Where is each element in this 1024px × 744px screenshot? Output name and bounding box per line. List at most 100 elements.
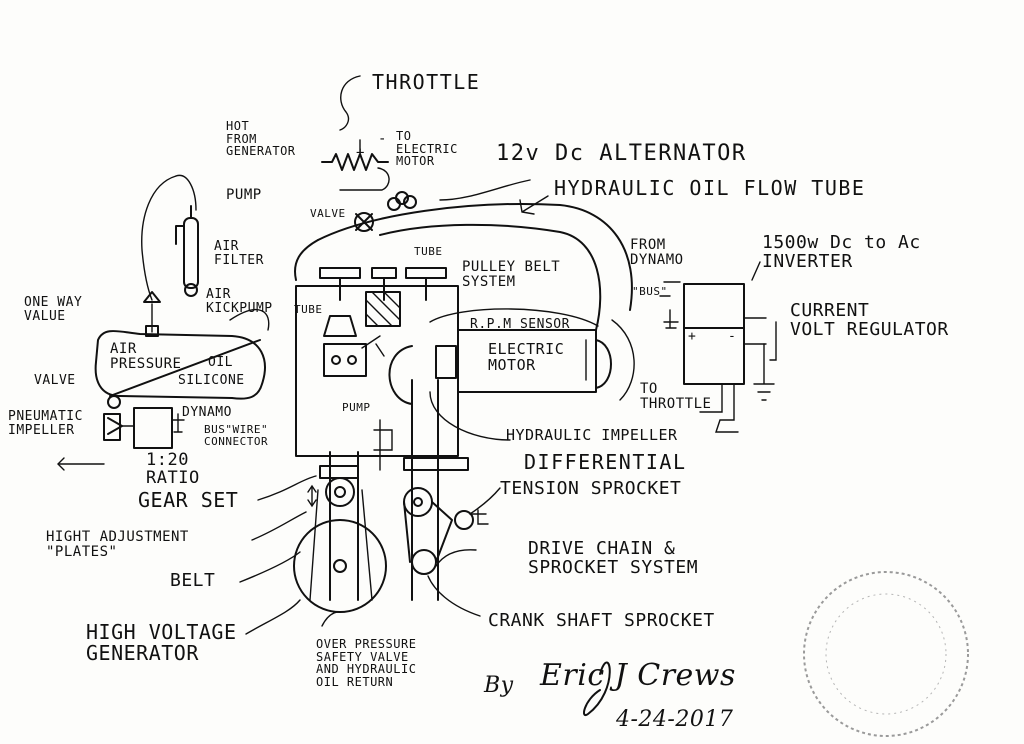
gear-set-leader [257,475,317,501]
current-volt-regulator-label: CURRENT VOLT REGULATOR [790,300,949,340]
generator-mount [319,465,359,479]
throttle-plus-sign: + [356,145,365,161]
signature: Eric J Crews [540,658,736,693]
dynamo-box [133,407,173,449]
pulley-belt-label: PULLEY BELT SYSTEM [462,259,561,290]
tension-leader [469,487,501,515]
top-valve-cross [355,213,373,231]
top-valve-icon [354,212,374,232]
date-label: 4-24-2017 [616,707,734,732]
inverter-leaders [751,261,777,361]
pulley-shafts [339,277,427,301]
belt-label: BELT [170,570,216,591]
gear-set-label: GEAR SET [138,488,239,512]
alternator-arrow [519,195,549,215]
crank-sprocket-icon [411,549,437,575]
motor-end-cap [595,339,612,389]
signature-flourish [583,661,611,717]
center-dynamo [373,419,393,471]
crank-leader [427,575,481,617]
tube-cone [323,315,357,337]
regulator-minus-sign: - [728,329,737,344]
pulley-cap-left [319,267,361,279]
one-way-valve-base [145,325,159,337]
drive-chain-label: DRIVE CHAIN & SPROCKET SYSTEM [528,538,699,578]
electric-motor-box [457,329,597,393]
pump-port-1 [331,355,341,365]
tension-sprocket-label: TENSION SPROCKET [500,478,682,499]
throttle-minus-sign: - [378,131,387,147]
air-kickpump-label: AIR KICKPUMP [206,287,273,316]
regulator-link [743,317,767,345]
height-arrow [307,484,317,508]
right-bus-terminals [659,281,681,329]
battery-ground-icon [753,343,775,401]
air-pressure-label: AIR PRESSURE [110,341,182,372]
differential-label: DIFFERENTIAL [524,450,687,474]
rpm-sensor-wire [429,308,599,327]
flow-tube-left [294,239,319,281]
over-pressure-leader [321,611,341,627]
left-valve-icon [107,395,121,409]
regulator-output [699,383,739,433]
kickpump-wheel [184,283,198,297]
to-electric-motor-label: TO ELECTRIC MOTOR [396,129,458,169]
crank-shaft-sprocket-label: CRANK SHAFT SPROCKET [488,610,715,631]
valve-left-label: VALVE [34,373,76,388]
tank-top-line [229,309,270,331]
oil-label: OIL [208,355,233,370]
air-filter-column [183,217,199,289]
motor-coupling [435,345,457,379]
one-way-valve-label: ONE WAY VALUE [24,295,83,324]
upper-sprocket-hub [413,497,423,507]
differential-housing [403,457,469,471]
drive-chain-leader [435,549,477,567]
hight-leader [251,511,307,541]
air-line-top [175,174,197,211]
impeller-lead [429,391,511,441]
bus-wire-connector-label: BUS"WIRE" CONNECTOR [204,423,269,448]
pneumatic-impeller-label: PNEUMATIC IMPELLER [8,409,83,438]
hydraulic-oil-flow-tube-label: HYDRAULIC OIL FLOW TUBE [554,176,866,200]
alternator-lead [439,179,531,201]
electric-motor-label: ELECTRIC MOTOR [488,340,565,374]
flow-tube-inner [379,223,602,331]
motor-pulley-arc [388,345,413,405]
pulley-hatch [365,291,401,327]
gear-set-pulley-hub [334,486,346,498]
from-dynamo-label: FROM DYNAMO [630,237,684,268]
seal-stamp-inner [825,593,947,715]
inverter-label: 1500w Dc to Ac INVERTER [762,232,921,272]
seal-stamp-icon [803,571,969,737]
pump-wire [339,167,390,191]
to-throttle-label: TO THROTTLE [640,381,712,412]
pump-coil-1 [387,197,401,211]
high-voltage-generator-label: HIGH VOLTAGE GENERATOR [86,620,237,665]
air-filter-label: AIR FILTER [214,239,264,268]
pump-center-label: PUMP [342,401,371,414]
pulley-block [365,291,401,327]
throttle-resistor [321,153,389,171]
hot-from-generator-label: HOT FROM GENERATOR [226,119,296,159]
silicone-label: SILICONE [178,373,245,388]
air-filter-fitting [175,205,192,245]
generator-rail-left [329,451,359,601]
valve-top-label: VALVE [310,207,346,220]
generator-leader [245,599,301,635]
dynamo-terminals [171,413,185,433]
ratio-label: 1:20 RATIO [146,450,200,488]
throttle-lead [339,75,361,131]
tube-top-label: TUBE [414,245,443,258]
impeller-exhaust-arrow [57,457,105,471]
throttle-label: THROTTLE [372,70,481,94]
pump-lever [361,335,385,357]
tank-divider [109,339,261,397]
rpm-sensor-label: R.P.M SENSOR [470,317,570,332]
inverter-box [683,283,745,329]
over-pressure-label: OVER PRESSURE SAFETY VALVE AND HYDRAULIC… [316,637,417,689]
pump-coil-2 [395,191,409,205]
belt-leader [239,551,301,583]
pump-port-2 [347,355,357,365]
